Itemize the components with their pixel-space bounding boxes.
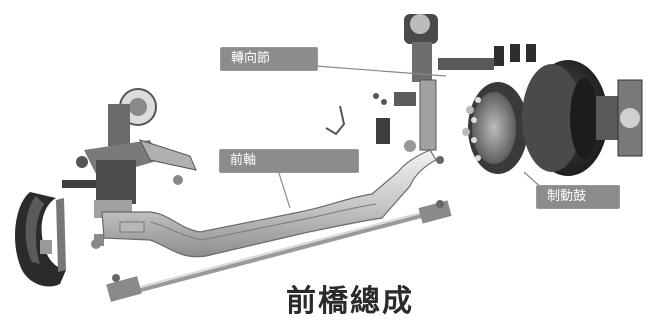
brake-drum bbox=[522, 60, 643, 176]
diagram-title: 前橋總成 bbox=[286, 284, 414, 319]
label-front-axle: 前軸 bbox=[220, 150, 358, 172]
front-axle-beam bbox=[101, 149, 437, 258]
tie-rod bbox=[106, 200, 452, 302]
brake-shoe-left bbox=[15, 192, 67, 287]
right-knuckle-assembly bbox=[376, 14, 536, 152]
label-steering-knuckle: 轉向節 bbox=[221, 48, 317, 70]
left-knuckle-assembly bbox=[62, 88, 197, 246]
small-parts bbox=[91, 93, 444, 249]
wheel-hub bbox=[462, 82, 528, 174]
label-brake-drum: 制動鼓 bbox=[537, 186, 619, 208]
